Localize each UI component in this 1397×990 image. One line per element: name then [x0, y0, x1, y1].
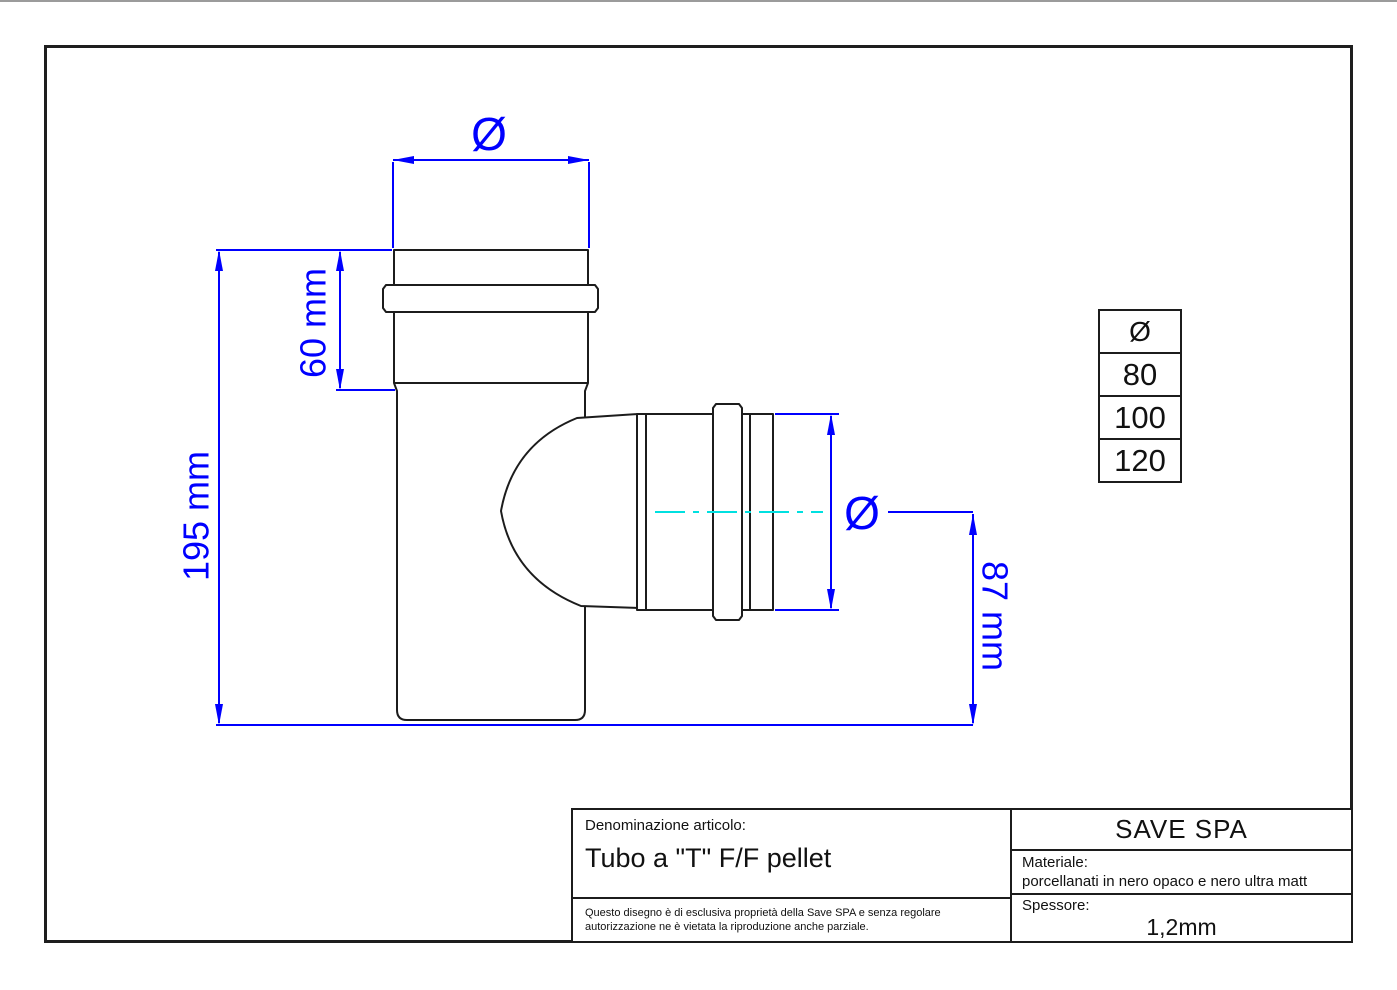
disclaimer-text: Questo disegno è di esclusiva proprietà …	[573, 897, 1010, 941]
company-name: SAVE SPA	[1012, 810, 1351, 851]
material-value: porcellanati in nero opaco e nero ultra …	[1022, 873, 1308, 890]
title-block-left-column: Denominazione articolo: Tubo a "T" F/F p…	[573, 810, 1012, 941]
size-table-row-100: 100	[1100, 397, 1180, 440]
label-top-diameter: Ø	[471, 108, 507, 160]
label-195mm: 195 mm	[176, 451, 217, 581]
material-cell: Materiale: porcellanati in nero opaco e …	[1012, 851, 1351, 895]
label-branch-diameter: Ø	[844, 487, 880, 539]
vertical-pipe-body	[393, 249, 589, 721]
thickness-value: 1,2mm	[1146, 914, 1217, 940]
diameter-size-table: Ø 80 100 120	[1098, 309, 1182, 483]
article-name: Tubo a "T" F/F pellet	[585, 843, 832, 873]
material-label: Materiale:	[1022, 854, 1088, 871]
title-block: Denominazione articolo: Tubo a "T" F/F p…	[571, 808, 1353, 943]
dim-top-diameter	[392, 156, 590, 248]
dim-195mm	[215, 250, 973, 726]
size-table-row-80: 80	[1100, 354, 1180, 397]
thickness-label: Spessore:	[1022, 897, 1090, 914]
dim-87mm	[888, 511, 977, 725]
size-table-header: Ø	[1100, 311, 1180, 354]
label-87mm: 87 mm	[975, 561, 1016, 671]
title-block-right-column: SAVE SPA Materiale: porcellanati in nero…	[1012, 810, 1351, 941]
dim-60mm	[216, 249, 395, 391]
size-table-row-120: 120	[1114, 442, 1166, 478]
label-60mm: 60 mm	[293, 268, 334, 378]
branch-cone	[500, 413, 639, 609]
window-top-edge	[0, 0, 1397, 2]
denomination-label: Denominazione articolo:	[585, 817, 746, 834]
dim-branch-diameter	[775, 413, 839, 611]
article-name-cell: Denominazione articolo: Tubo a "T" F/F p…	[573, 810, 1010, 897]
tee-pipe-part	[382, 249, 774, 721]
upper-collar	[382, 284, 599, 313]
thickness-cell: Spessore: 1,2mm	[1012, 895, 1351, 941]
